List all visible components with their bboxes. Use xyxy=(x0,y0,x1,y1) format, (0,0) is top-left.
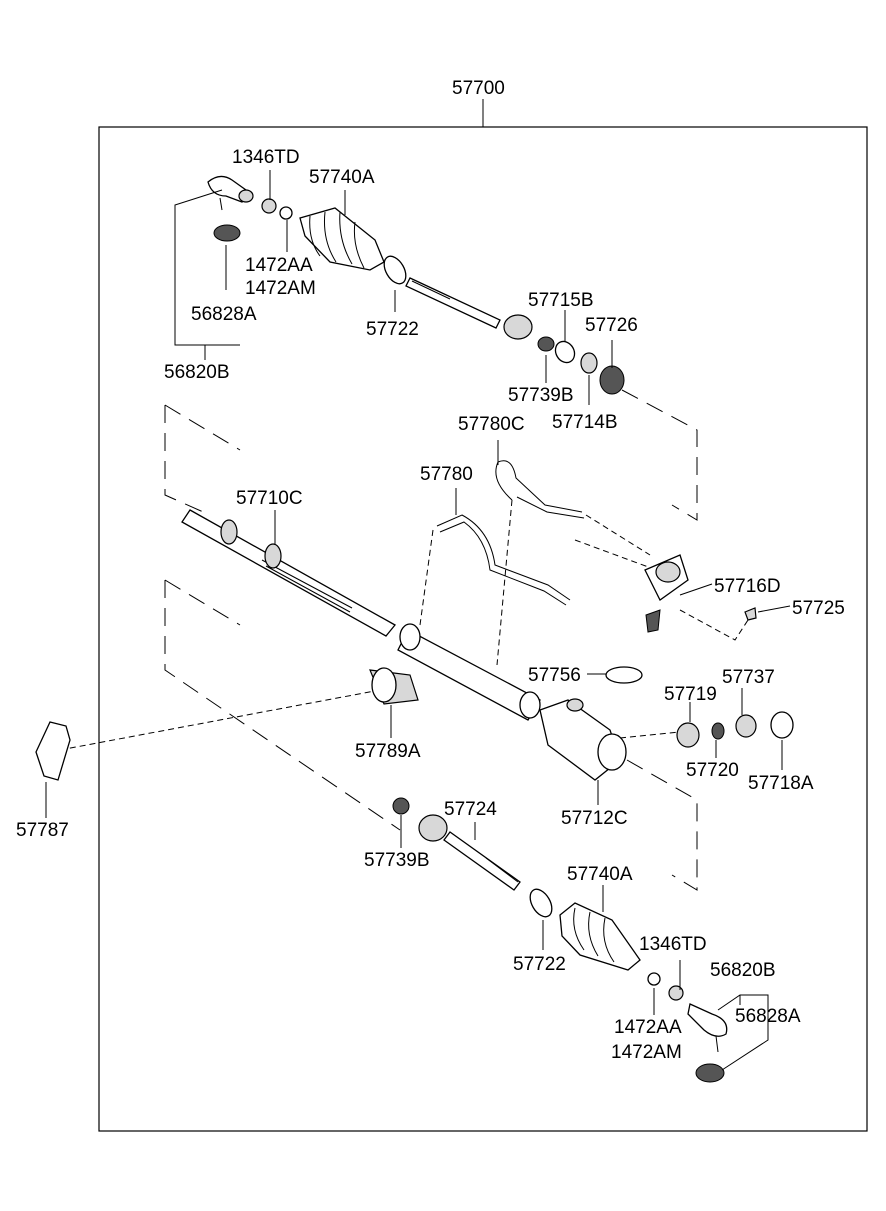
label-57710c: 57710C xyxy=(236,488,303,509)
upper-boot-clamp xyxy=(383,255,407,285)
yoke-57719 xyxy=(676,722,700,748)
bracket-57787 xyxy=(35,721,71,781)
label-1472aa-bot: 1472AA xyxy=(614,1017,682,1038)
label-57715b: 57715B xyxy=(528,290,594,311)
feed-tube-57780 xyxy=(436,514,571,606)
mounting-bushing-57789a xyxy=(369,667,419,705)
label-57726: 57726 xyxy=(585,315,638,336)
assembly-guide-lines xyxy=(59,389,749,891)
upper-dust-cover xyxy=(213,224,241,242)
label-1346td-top: 1346TD xyxy=(232,147,300,168)
label-57716d: 57716D xyxy=(714,576,781,597)
label-56820b-top: 56820B xyxy=(164,362,230,383)
lower-lock-washer xyxy=(647,972,661,986)
label-57737: 57737 xyxy=(722,667,775,688)
label-57712c: 57712C xyxy=(561,808,628,829)
valve-bolt-57725 xyxy=(744,607,757,621)
upper-rack-bushing xyxy=(580,352,598,374)
label-57725: 57725 xyxy=(792,598,845,619)
upper-inner-tie-rod xyxy=(405,277,533,340)
label-57740a-bot: 57740A xyxy=(567,864,633,885)
label-57720: 57720 xyxy=(686,760,739,781)
label-57722-bot: 57722 xyxy=(513,954,566,975)
upper-lock-washer xyxy=(279,206,293,220)
lower-rack-stopper xyxy=(392,797,410,815)
label-57756: 57756 xyxy=(528,665,581,686)
label-56828a-top: 56828A xyxy=(191,304,257,325)
label-57780: 57780 xyxy=(420,464,473,485)
upper-tie-rod-nut xyxy=(261,198,277,214)
label-57787: 57787 xyxy=(16,820,69,841)
label-57739b-bot: 57739B xyxy=(364,850,430,871)
lower-bellows-boot xyxy=(559,902,641,971)
label-57740a-top: 57740A xyxy=(309,167,375,188)
upper-o-ring xyxy=(554,340,576,364)
label-57789a: 57789A xyxy=(355,741,421,762)
label-57714b: 57714B xyxy=(552,412,618,433)
label-1472am-bot: 1472AM xyxy=(611,1042,682,1063)
lower-inner-tie-rod xyxy=(418,814,521,891)
lower-dust-cover xyxy=(695,1063,725,1083)
lower-boot-clamp xyxy=(529,888,553,918)
upper-bellows-boot xyxy=(299,207,385,271)
pinion-valve-57716d xyxy=(644,554,689,633)
lower-tie-rod-end xyxy=(687,1003,728,1053)
leader-lines xyxy=(45,170,791,1071)
label-57739b-top: 57739B xyxy=(508,385,574,406)
lock-nut-57718a xyxy=(770,711,794,739)
label-57722-top: 57722 xyxy=(366,319,419,340)
spring-57720 xyxy=(711,722,725,740)
assembly-label: 57700 xyxy=(452,78,505,99)
label-57724: 57724 xyxy=(444,799,497,820)
gear-housing xyxy=(397,623,541,721)
label-1346td-bot: 1346TD xyxy=(639,934,707,955)
label-57718a: 57718A xyxy=(748,773,814,794)
upper-oil-seal xyxy=(599,365,625,395)
label-56820b-bot: 56820B xyxy=(710,960,776,981)
o-ring-57756 xyxy=(605,666,643,684)
yoke-plug-57737 xyxy=(735,714,757,738)
label-57719: 57719 xyxy=(664,684,717,705)
label-1472aa-top: 1472AA xyxy=(245,255,313,276)
upper-rack-stopper xyxy=(537,336,555,352)
lower-tie-rod-nut xyxy=(668,985,684,1001)
label-56828a-bot: 56828A xyxy=(735,1006,801,1027)
assembly-frame xyxy=(98,99,868,1132)
label-1472am-top: 1472AM xyxy=(245,278,316,299)
valve-housing xyxy=(539,698,627,781)
upper-tie-rod-end xyxy=(207,175,254,211)
label-57780c: 57780C xyxy=(458,414,525,435)
rack-bar xyxy=(181,509,396,637)
feed-tube-57780c xyxy=(495,460,585,519)
